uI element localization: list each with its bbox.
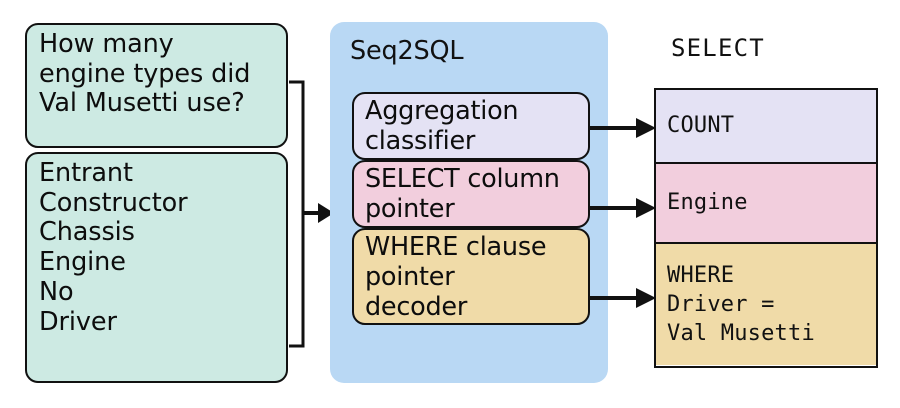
- output-sql-table: COUNT Engine WHERE Driver = Val Musetti: [654, 88, 878, 368]
- arrow-inputs-to-model: [302, 200, 334, 226]
- module-where-line-1: WHERE clause: [365, 232, 547, 262]
- module-where-clause-pointer-decoder: WHERE clause pointer decoder: [352, 228, 590, 325]
- module-agg-line-1: Aggregation: [365, 96, 519, 126]
- output-select-column-text: Engine: [667, 190, 748, 216]
- module-aggregation-classifier: Aggregation classifier: [352, 92, 590, 160]
- module-agg-line-2: classifier: [365, 125, 476, 156]
- question-input-box: How many engine types did Val Musetti us…: [25, 23, 288, 148]
- column-name-driver: Driver: [39, 306, 117, 337]
- module-select-column-pointer: SELECT column pointer: [352, 160, 590, 228]
- output-select-header: SELECT: [671, 34, 765, 62]
- arrow-aggregation-to-output: [590, 116, 656, 140]
- seq2sql-panel: Seq2SQL Aggregation classifier SELECT co…: [330, 22, 608, 383]
- column-name-chassis: Chassis: [39, 217, 135, 248]
- output-cell-aggregation: COUNT: [656, 90, 876, 164]
- output-where-line-3: Val Musetti: [667, 321, 815, 347]
- question-line-1: How many: [39, 29, 174, 59]
- column-name-engine: Engine: [39, 247, 126, 278]
- arrow-where-clause-to-output: [590, 286, 656, 310]
- output-cell-where-clause: WHERE Driver = Val Musetti: [656, 244, 876, 365]
- column-name-no: No: [39, 276, 74, 307]
- module-sel-line-1: SELECT column: [365, 164, 560, 194]
- module-where-line-3: decoder: [365, 291, 468, 322]
- seq2sql-title: Seq2SQL: [350, 36, 464, 66]
- output-aggregation-text: COUNT: [667, 113, 735, 139]
- output-where-line-2: Driver =: [667, 291, 775, 317]
- arrow-select-column-to-output: [590, 196, 656, 220]
- column-name-constructor: Constructor: [39, 187, 188, 218]
- module-sel-line-2: pointer: [365, 193, 455, 224]
- column-name-entrant: Entrant: [39, 158, 133, 188]
- output-where-line-1: WHERE: [667, 262, 735, 288]
- question-line-3: Val Musetti use?: [39, 88, 245, 119]
- module-where-line-2: pointer: [365, 261, 455, 292]
- table-columns-box: Entrant Constructor Chassis Engine No Dr…: [25, 152, 288, 383]
- question-line-2: engine types did: [39, 58, 251, 89]
- output-cell-select-column: Engine: [656, 164, 876, 244]
